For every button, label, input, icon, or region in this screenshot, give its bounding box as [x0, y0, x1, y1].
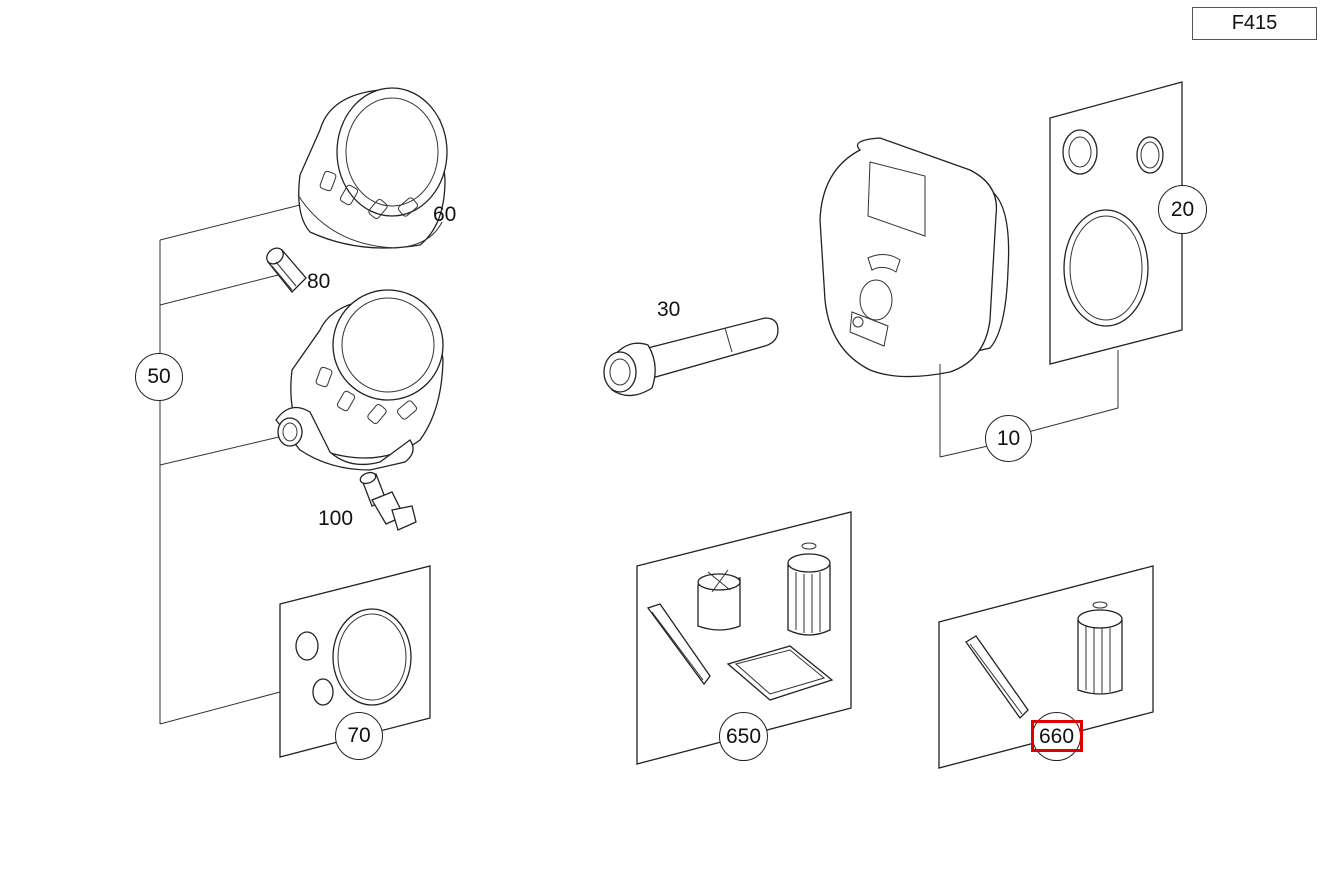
callout-100[interactable]: 100 — [318, 507, 354, 530]
callout-30[interactable]: 30 — [657, 298, 681, 321]
oil-cooler-housing-part-10[interactable] — [819, 137, 1010, 378]
callout-650[interactable]: 650 — [719, 712, 768, 761]
callout-20[interactable]: 20 — [1158, 185, 1207, 234]
threaded-nipple-part-80[interactable] — [264, 245, 307, 293]
seal-kit-panel-part-20[interactable] — [1049, 81, 1183, 365]
filter-kit-panel-part-660[interactable] — [938, 565, 1154, 769]
callout-80[interactable]: 80 — [307, 270, 331, 293]
oil-filter-housing-part-50[interactable] — [275, 289, 444, 471]
group-50-bracket-lines — [159, 204, 301, 725]
callout-50[interactable]: 50 — [135, 353, 183, 401]
group-10-bracket-lines — [939, 350, 1119, 458]
hollow-bolt-part-30[interactable] — [603, 317, 779, 397]
filter-kit-panel-part-650[interactable] — [636, 511, 852, 765]
oil-filter-cap-part-60[interactable] — [297, 87, 448, 249]
callout-10[interactable]: 10 — [985, 415, 1032, 462]
callout-70[interactable]: 70 — [335, 712, 383, 760]
page-code-label: F415 — [1192, 7, 1317, 40]
callout-660[interactable]: 660 — [1032, 712, 1081, 761]
oil-sensor-part-100[interactable] — [359, 471, 417, 531]
seal-kit-panel-part-70[interactable] — [279, 565, 431, 758]
callout-60[interactable]: 60 — [433, 203, 457, 226]
